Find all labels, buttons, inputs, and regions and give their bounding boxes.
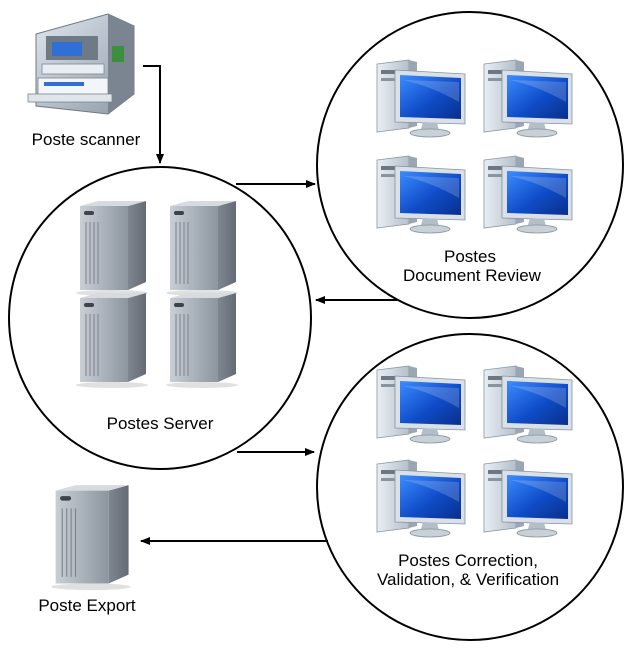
server-label: Postes Server (107, 414, 214, 433)
workstation-icon (376, 155, 466, 234)
correction-label-line1: Postes Correction, (398, 551, 538, 570)
workstation-icon (483, 459, 573, 538)
correction-label-line2: Validation, & Verification (377, 570, 559, 589)
scanner-label: Poste scanner (32, 130, 141, 149)
server-tower-icon (165, 200, 239, 297)
export-label: Poste Export (38, 596, 136, 615)
server-tower-icon (165, 292, 239, 389)
correction-node: Postes Correction, Validation, & Verific… (376, 365, 573, 589)
workstation-icon (483, 155, 573, 234)
workstation-icon (483, 365, 573, 444)
workstation-icon (483, 59, 573, 138)
review-group-circle (316, 11, 624, 319)
server-tower-icon (50, 484, 132, 591)
arrow-scanner-to-server (143, 65, 164, 164)
workstation-icon (376, 59, 466, 138)
server-group-circle (8, 166, 312, 470)
server-tower-icon (75, 292, 149, 389)
server-node: Postes Server (75, 200, 239, 433)
export-node: Poste Export (38, 484, 136, 615)
scanner-node: Poste scanner (27, 13, 141, 149)
workstation-icon (376, 365, 466, 444)
review-label-line1: Postes (444, 247, 496, 266)
scanner-icon (27, 13, 135, 115)
review-label-line2: Document Review (403, 266, 542, 285)
review-node: Postes Document Review (376, 59, 573, 285)
workstation-icon (376, 459, 466, 538)
server-tower-icon (75, 200, 149, 297)
correction-group-circle (316, 333, 624, 641)
